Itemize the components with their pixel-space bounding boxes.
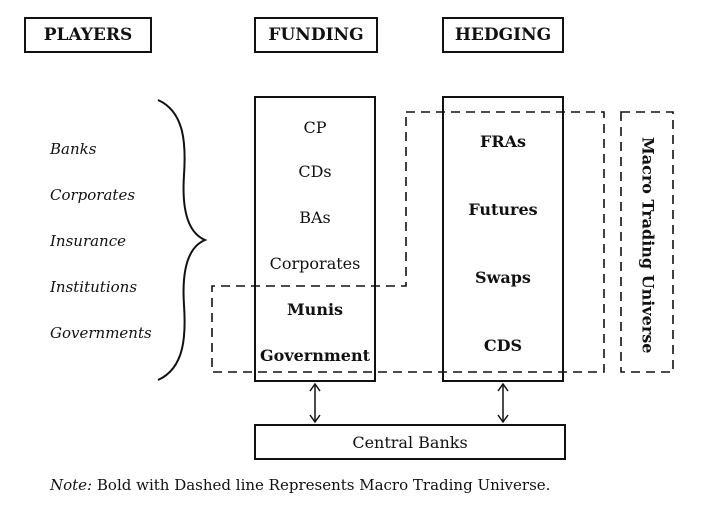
player-corporates: Corporates bbox=[50, 186, 136, 204]
player-governments: Governments bbox=[50, 324, 152, 342]
central-banks-label: Central Banks bbox=[352, 432, 468, 452]
hedging-item-futures: Futures bbox=[468, 200, 538, 219]
player-institutions: Institutions bbox=[50, 278, 138, 296]
funding-arrow bbox=[309, 382, 321, 424]
hedging-box: FRAs Futures Swaps CDS bbox=[442, 96, 564, 382]
funding-item-cds: CDs bbox=[298, 162, 332, 181]
central-banks-box: Central Banks bbox=[254, 424, 566, 460]
macro-universe-outline bbox=[211, 111, 605, 373]
funding-item-cp: CP bbox=[303, 118, 327, 137]
funding-item-munis: Munis bbox=[286, 300, 344, 319]
hedging-item-cds: CDS bbox=[483, 336, 523, 355]
hedging-arrow bbox=[497, 382, 509, 424]
funding-header: FUNDING bbox=[254, 17, 378, 53]
player-banks: Banks bbox=[50, 140, 97, 158]
player-insurance: Insurance bbox=[50, 232, 126, 250]
funding-item-bas: BAs bbox=[299, 208, 331, 227]
hedging-header: HEDGING bbox=[442, 17, 564, 53]
macro-label-outline bbox=[620, 111, 674, 373]
funding-item-government: Government bbox=[259, 346, 370, 365]
note-lead: Note: bbox=[50, 476, 93, 494]
funding-box: CP CDs BAs Corporates Munis Government bbox=[254, 96, 376, 382]
macro-trading-universe-label: Macro Trading Universe bbox=[638, 136, 658, 354]
hedging-item-swaps: Swaps bbox=[475, 268, 531, 287]
note-text: Bold with Dashed line Represents Macro T… bbox=[92, 476, 551, 494]
funding-item-corporates: Corporates bbox=[269, 254, 361, 273]
note: Note: Bold with Dashed line Represents M… bbox=[50, 476, 550, 494]
hedging-item-fras: FRAs bbox=[479, 132, 527, 151]
player-brace bbox=[157, 99, 208, 381]
players-header: PLAYERS bbox=[24, 17, 152, 53]
